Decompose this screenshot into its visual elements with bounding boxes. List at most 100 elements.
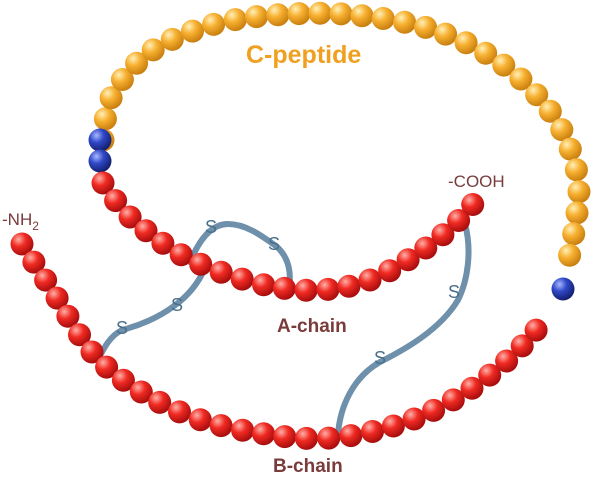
b-chain-residue [56,304,80,328]
b-chain-residue [402,407,426,431]
a-chain-residue [230,267,254,291]
c-peptide-residue [558,137,582,161]
sulfur-atoms: S S S S S S [116,217,460,368]
a-chain-residue [461,193,485,216]
b-chain-residue [294,426,318,450]
c-peptide-residue [550,118,574,142]
a-chain-residue [91,171,115,195]
c-peptide-residue [564,158,588,182]
b-chain-residue [273,425,297,449]
c-peptide-residue [393,10,417,34]
c-peptide-residue [160,27,184,51]
c-peptide-residue [492,53,516,77]
disulfide-bonds [97,220,472,437]
amino-terminus-label: -NH2 [2,210,39,233]
cleavage-residue [551,277,575,301]
b-chain-residue [34,268,58,292]
sulfur-atom: S [205,217,217,237]
a-chain-residue [294,278,318,302]
c-peptide-residue [567,180,591,204]
c-peptide-residue [202,12,226,36]
c-peptide-residue [223,8,247,32]
cleavage-residue [88,128,112,152]
b-chain-residue [209,414,233,438]
c-peptide-residue [350,4,374,28]
b-chain-residue [80,340,104,364]
sulfur-atom: S [448,282,460,302]
b-chain-residue [495,349,519,373]
c-peptide-residue [454,31,478,55]
b-chain-residue [148,390,172,414]
a-chain-residue [134,219,158,243]
disulfide-bond-a-intrachain [187,220,293,295]
c-peptide-residue [266,3,290,27]
b-chain-residue [22,250,46,274]
c-peptide-residue [99,86,123,110]
b-chain-residue [95,355,119,379]
b-chain-residue [422,398,446,422]
a-chain-label: A-chain [277,316,347,337]
b-chain-residue [381,414,405,438]
a-chain-residue [169,243,193,267]
a-chain-residue [396,248,420,272]
sulfur-atom: S [116,318,128,338]
c-peptide-residue [125,51,149,75]
c-peptide-residue [509,67,533,91]
amino-acid-residues [10,1,591,450]
disulfide-bond-a20-b19 [335,221,472,437]
cleavage-residue [88,149,112,173]
a-chain-residue [447,209,471,232]
c-peptide-residue [371,7,395,30]
b-chain-residue [129,380,153,404]
a-chain-residue [189,252,213,276]
a-chain-residue [316,277,340,301]
a-chain-residue [414,236,438,260]
b-chain-residue [478,363,502,387]
b-chain-residue [168,400,191,424]
c-peptide-residue [525,83,549,107]
c-peptide-residue [141,38,165,62]
sulfur-atom: S [374,348,386,368]
c-peptide-residue [287,2,311,26]
b-chain-residue [111,368,135,392]
sulfur-atom: S [268,234,280,254]
c-peptide-residue [181,19,204,43]
a-chain-residue [337,274,361,298]
c-peptide-residue [538,99,562,123]
disulfide-bond-a7-b7 [97,265,208,359]
a-chain-residue [118,205,142,229]
b-chain-residue [252,422,276,446]
b-chain-label: B-chain [273,456,343,477]
b-chain-residue [524,318,548,342]
b-chain-residue [339,424,363,448]
b-chain-residue [188,408,212,432]
b-chain-residue [361,420,384,443]
a-chain-residue [104,189,128,213]
a-chain-residue [378,259,402,283]
c-peptide-residue [110,68,134,91]
b-chain-residue [45,286,69,310]
c-peptide-residue [474,41,498,65]
carboxyl-terminus-label: -COOH [448,172,505,191]
a-chain-residue [252,273,276,297]
c-peptide-residue [308,1,332,25]
a-chain-residue [209,260,233,284]
a-chain-residue [358,268,382,292]
c-peptide-residue [558,243,582,267]
c-peptide-residue [562,222,586,246]
b-chain-residue [510,334,534,358]
c-peptide-residue [93,107,117,131]
c-peptide-residue [329,2,353,26]
b-chain-residue [441,388,465,412]
a-chain-residue [151,231,175,255]
a-chain-residue [272,276,296,300]
b-chain-residue [231,418,255,442]
b-chain-residue [68,323,91,347]
c-peptide-residue [245,5,268,29]
b-chain-residue [317,426,341,450]
c-peptide-residue [565,201,589,225]
b-chain-residue [10,232,34,256]
a-chain-residue [431,223,455,247]
c-peptide-residue [434,22,458,46]
